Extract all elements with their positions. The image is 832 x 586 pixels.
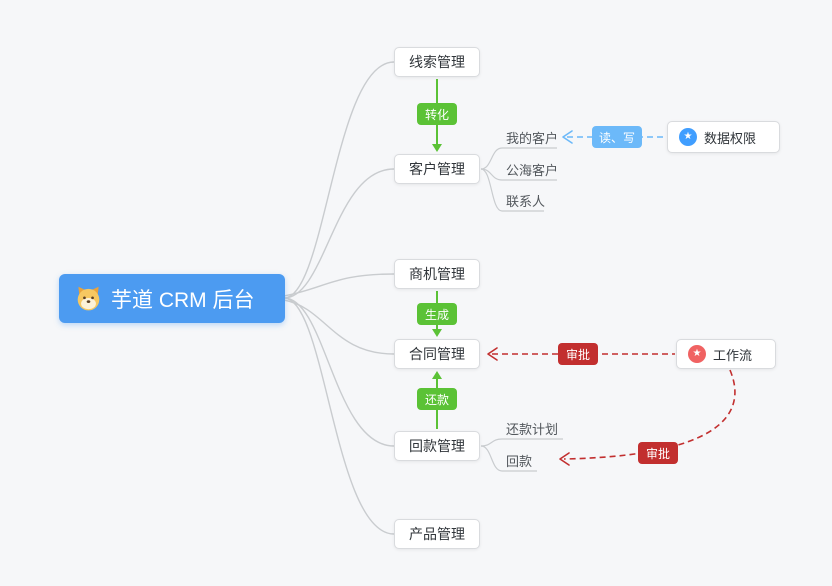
child-contacts: 联系人 (506, 194, 546, 209)
child-receipt: 回款 (506, 454, 533, 469)
approve-receipt-dashed-arrow (559, 369, 736, 466)
star-icon: ★ (679, 128, 697, 146)
customer-children-connectors (480, 147, 557, 212)
edge-label-generate: 生成 (417, 303, 457, 325)
root-node-label: 芋道 CRM 后台 (111, 288, 255, 312)
receivable-children-connectors (480, 438, 563, 472)
node-opportunity-management: 商机管理 (394, 259, 480, 289)
root-branch-lines (283, 61, 395, 535)
root-node-crm-backend: 芋道 CRM 后台 (59, 274, 285, 323)
node-product-management: 产品管理 (394, 519, 480, 549)
edge-label-approve-receipt: 审批 (638, 442, 678, 464)
node-lead-management: 线索管理 (394, 47, 480, 77)
star-icon: ★ (688, 345, 706, 363)
node-customer-management: 客户管理 (394, 154, 480, 184)
node-contract-management: 合同管理 (394, 339, 480, 369)
data-permission-label: 数据权限 (704, 130, 757, 146)
dog-icon (75, 285, 102, 312)
edge-label-repay: 还款 (417, 388, 457, 410)
read-write-dashed-arrow (562, 130, 666, 144)
edge-label-read-write: 读、写 (592, 126, 642, 148)
node-data-permission: ★ 数据权限 (667, 121, 780, 153)
child-public-pool-customers: 公海客户 (506, 163, 559, 178)
edge-label-convert: 转化 (417, 103, 457, 125)
node-receivable-management: 回款管理 (394, 431, 480, 461)
node-workflow: ★ 工作流 (676, 339, 776, 369)
edge-label-approve-contract: 审批 (558, 343, 598, 365)
child-my-customers: 我的客户 (506, 131, 559, 146)
child-repayment-plan: 还款计划 (506, 422, 559, 437)
workflow-label: 工作流 (713, 347, 753, 363)
